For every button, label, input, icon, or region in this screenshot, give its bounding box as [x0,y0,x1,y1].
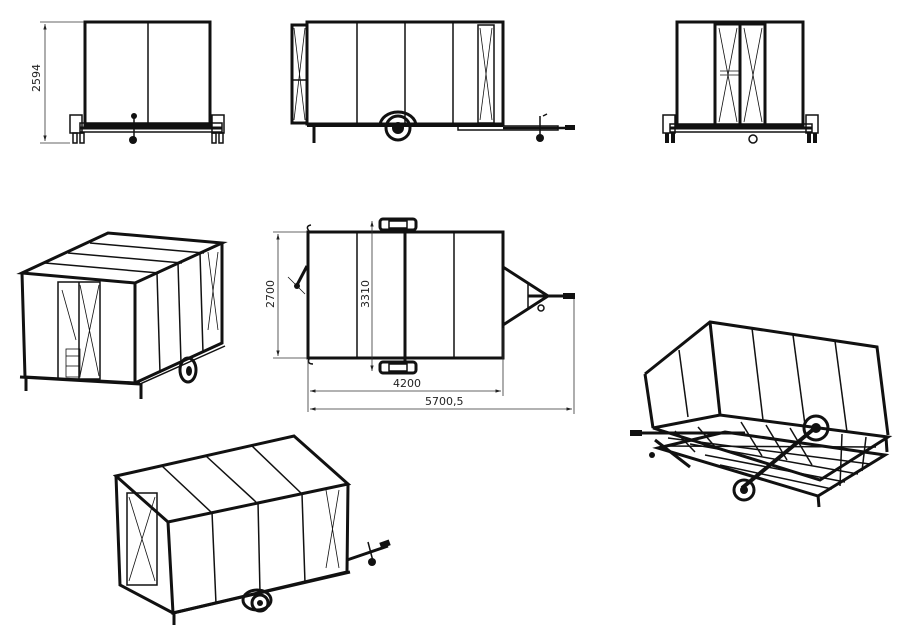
top-view: 2700 3310 4200 5700,5 [264,217,575,414]
side-view [290,20,575,143]
iso-under-view [630,320,893,508]
dim-width-label: 2700 [264,280,277,308]
iso-rear-view [16,231,228,399]
dim-overall-length-label: 5700,5 [425,395,464,408]
dim-body-length-label: 4200 [393,377,421,390]
dim-track-label: 3310 [359,280,372,308]
dim-height-label: 2594 [30,64,43,92]
iso-front-view [112,434,391,625]
rear-view: 2594 [30,20,225,144]
front-view [662,20,819,144]
